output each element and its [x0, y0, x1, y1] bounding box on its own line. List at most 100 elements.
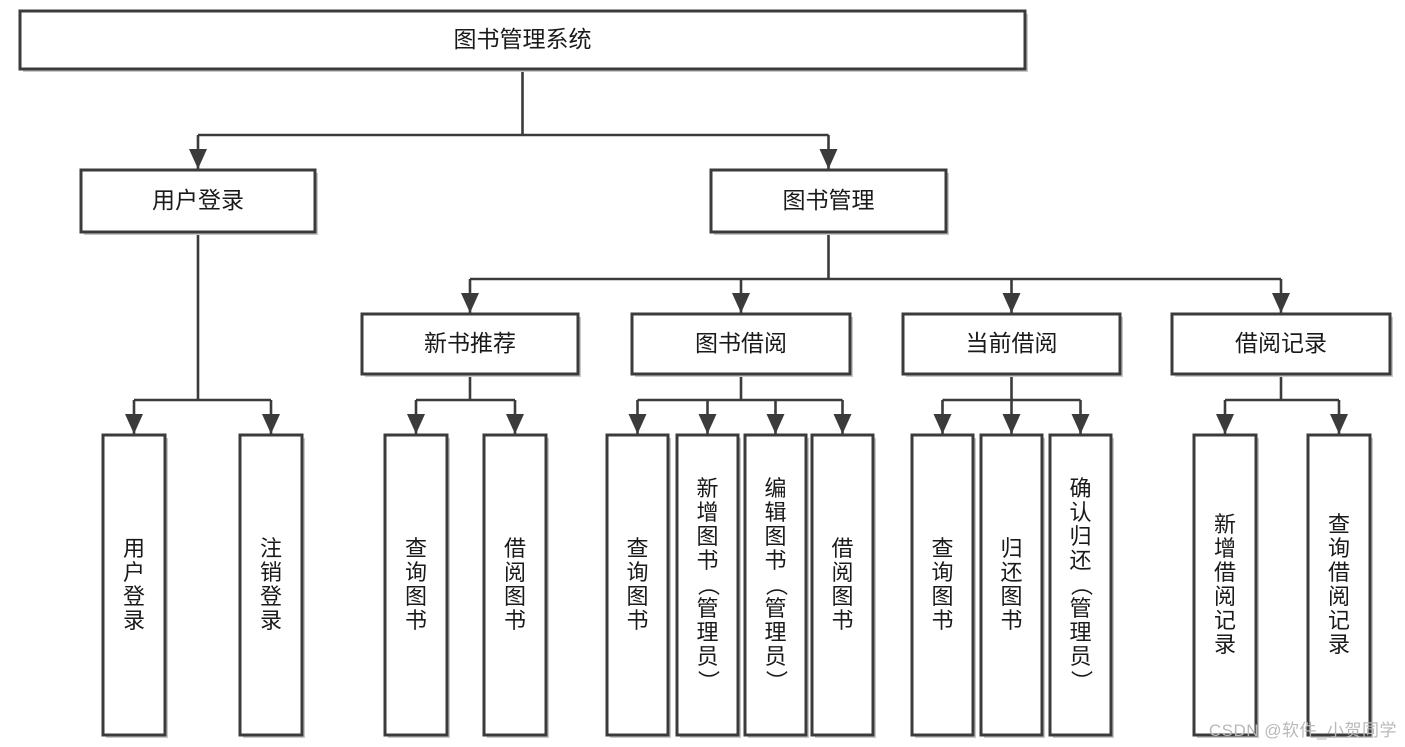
node-label-char: （: [764, 574, 789, 596]
node-label-char: 增: [696, 500, 718, 525]
node-label: 图书借阅: [695, 330, 787, 356]
node-label-char: 管: [696, 596, 718, 621]
arrow-head-icon: [461, 293, 479, 313]
node-label-char: 还: [1000, 560, 1022, 585]
node-box[interactable]: [743, 433, 808, 737]
node-label-char: 书: [504, 608, 526, 633]
node-label-char: 询: [931, 560, 953, 585]
node-label-char: 认: [1069, 500, 1091, 525]
arrow-head-icon: [189, 149, 207, 169]
arrow-head-icon: [1002, 293, 1021, 313]
node-label-char: 阅: [831, 560, 853, 585]
node-label: 当前借阅: [966, 330, 1058, 356]
arrow-head-icon: [1272, 293, 1290, 313]
node-label-char: 记: [1328, 608, 1350, 633]
node-box[interactable]: [1192, 433, 1258, 737]
node-box[interactable]: [79, 168, 317, 234]
node-label-char: 图: [831, 584, 853, 609]
node-box[interactable]: [1306, 433, 1372, 737]
node-box[interactable]: [482, 433, 548, 737]
node-borrow-record[interactable]: 借阅记录: [1170, 312, 1393, 377]
node-leaf-user-login[interactable]: 用户登录: [101, 433, 168, 738]
node-label-char: 理: [764, 620, 786, 645]
node-label-char: 书: [931, 608, 953, 633]
arrow-head-icon: [628, 414, 647, 434]
node-label-char: 录: [260, 608, 282, 633]
node-label-char: 阅: [1328, 584, 1350, 609]
node-label-char: 归: [1069, 524, 1091, 549]
node-box[interactable]: [910, 433, 975, 737]
node-label-char: 理: [1069, 620, 1091, 645]
arrow-head-icon: [506, 414, 524, 434]
node-label-char: 询: [405, 560, 427, 585]
node-new-book-recommend[interactable]: 新书推荐: [360, 312, 581, 377]
node-root[interactable]: 图书管理系统: [18, 9, 1028, 72]
node-box[interactable]: [360, 312, 580, 376]
node-box[interactable]: [630, 312, 852, 376]
node-label-char: 书: [1000, 608, 1022, 633]
node-label-char: 图: [931, 584, 953, 609]
node-current-borrow[interactable]: 当前借阅: [901, 312, 1123, 377]
node-box[interactable]: [1170, 312, 1392, 376]
node-box[interactable]: [709, 168, 948, 234]
node-label-char: 管: [764, 596, 786, 621]
node-book-management[interactable]: 图书管理: [709, 168, 949, 235]
arrow-head-icon: [833, 414, 852, 434]
node-box[interactable]: [675, 433, 740, 737]
node-label-char: ）: [764, 670, 789, 692]
node-label-char: 编: [764, 476, 786, 501]
arrow-head-icon: [698, 414, 717, 434]
node-label-char: 书: [626, 608, 648, 633]
node-label-char: 辑: [764, 500, 786, 525]
node-label-char: 图: [405, 584, 427, 609]
arrow-head-icon: [1071, 414, 1090, 434]
node-box[interactable]: [979, 433, 1044, 737]
node-label-char: 询: [626, 560, 648, 585]
node-label-char: 录: [123, 608, 145, 633]
node-label-char: 图: [504, 584, 526, 609]
node-box[interactable]: [810, 433, 875, 737]
node-box[interactable]: [901, 312, 1122, 376]
node-box[interactable]: [383, 433, 449, 737]
node-box[interactable]: [605, 433, 670, 737]
node-label-char: 增: [1214, 536, 1236, 561]
connector-layer: [125, 69, 1348, 434]
node-box[interactable]: [18, 9, 1027, 71]
node-label-char: 管: [1069, 596, 1091, 621]
node-box[interactable]: [238, 433, 304, 737]
node-label-char: 新: [1214, 512, 1236, 537]
node-label-char: 书: [831, 608, 853, 633]
node-book-borrow[interactable]: 图书借阅: [630, 312, 853, 377]
node-label-char: ）: [1069, 670, 1094, 692]
node-layer: 图书管理系统用户登录图书管理新书推荐图书借阅当前借阅借阅记录用户登录注销登录查询…: [18, 9, 1393, 738]
node-user-login[interactable]: 用户登录: [79, 168, 318, 235]
arrow-head-icon: [262, 414, 280, 434]
node-label-char: 录: [1328, 632, 1350, 657]
arrow-head-icon: [1216, 414, 1234, 434]
node-label-char: 查: [1328, 512, 1350, 537]
node-box[interactable]: [101, 433, 167, 737]
node-label-char: 阅: [1214, 584, 1236, 609]
node-label: 借阅记录: [1235, 330, 1327, 356]
node-label-char: 借: [831, 536, 853, 561]
node-box[interactable]: [1048, 433, 1113, 737]
arrow-head-icon: [1002, 414, 1021, 434]
node-label-char: 登: [260, 584, 282, 609]
arrow-head-icon: [933, 414, 952, 434]
arrow-head-icon: [732, 293, 750, 313]
node-label-char: 新: [696, 476, 718, 501]
node-label: 新书推荐: [424, 330, 516, 356]
